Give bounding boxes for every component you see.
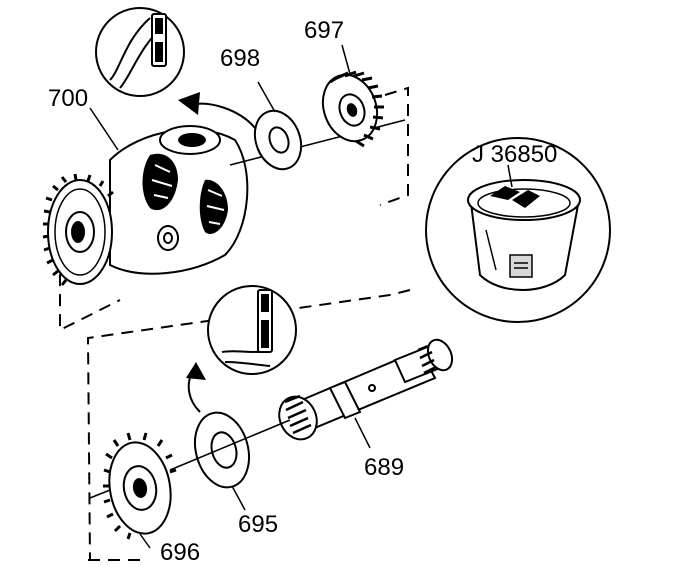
- lower-guide-frame: [86, 289, 411, 561]
- axle-shaft-689: [278, 338, 454, 449]
- differential-case: [42, 119, 406, 286]
- side-gear-697: [321, 44, 384, 148]
- ring-gear-teeth: [42, 173, 114, 286]
- callout-695: 695: [238, 511, 278, 538]
- lower-arrow: [186, 362, 206, 413]
- upper-detail-callout: [95, 7, 185, 97]
- upper-arrow: [178, 92, 256, 129]
- tool-label-j36850: J 36850: [472, 141, 557, 168]
- callout-700: 700: [48, 85, 88, 112]
- leader-700: [89, 107, 119, 151]
- thrust-washer-695: [194, 411, 250, 511]
- side-gear-696: [89, 419, 291, 549]
- lubricant-tool: [425, 137, 611, 323]
- callout-697: 697: [304, 17, 344, 44]
- callout-696: 696: [160, 539, 200, 566]
- lower-detail-callout: [207, 285, 297, 375]
- callout-labels: 700 698 697 J 36850 689 695 696: [48, 17, 557, 566]
- callout-689: 689: [364, 454, 404, 481]
- thrust-washer-698: [253, 81, 303, 171]
- callout-698: 698: [220, 45, 260, 72]
